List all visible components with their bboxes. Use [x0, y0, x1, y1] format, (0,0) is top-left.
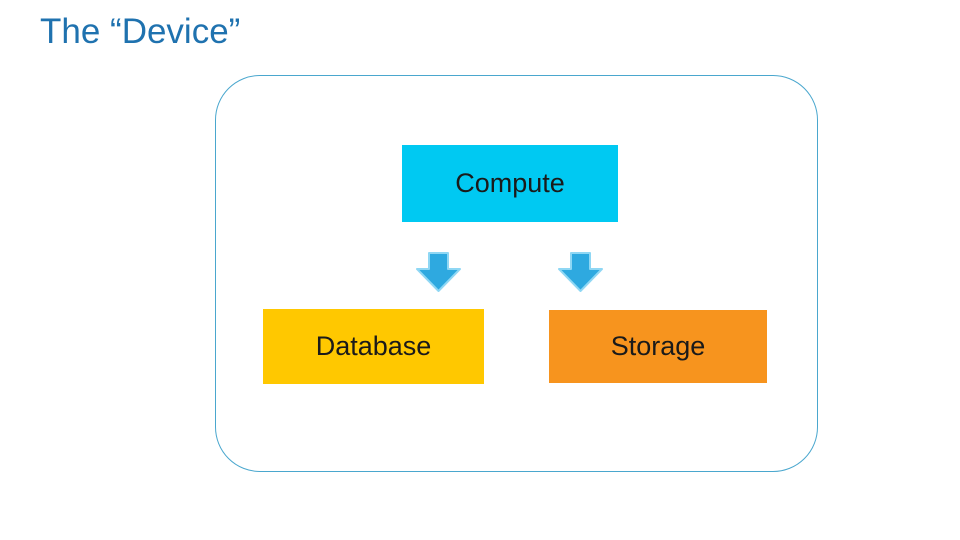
compute-node-label: Compute	[455, 168, 565, 198]
down-arrow-icon	[558, 252, 603, 292]
storage-node-label: Storage	[610, 331, 706, 361]
database-node[interactable]: Database	[263, 309, 484, 384]
compute-node[interactable]: Compute	[402, 145, 618, 222]
storage-node[interactable]: Storage	[549, 310, 767, 383]
device-boundary-box	[215, 75, 818, 472]
database-node-label: Database	[315, 331, 432, 361]
down-arrow-icon	[416, 252, 461, 292]
slide-title: The “Device”	[40, 12, 241, 51]
